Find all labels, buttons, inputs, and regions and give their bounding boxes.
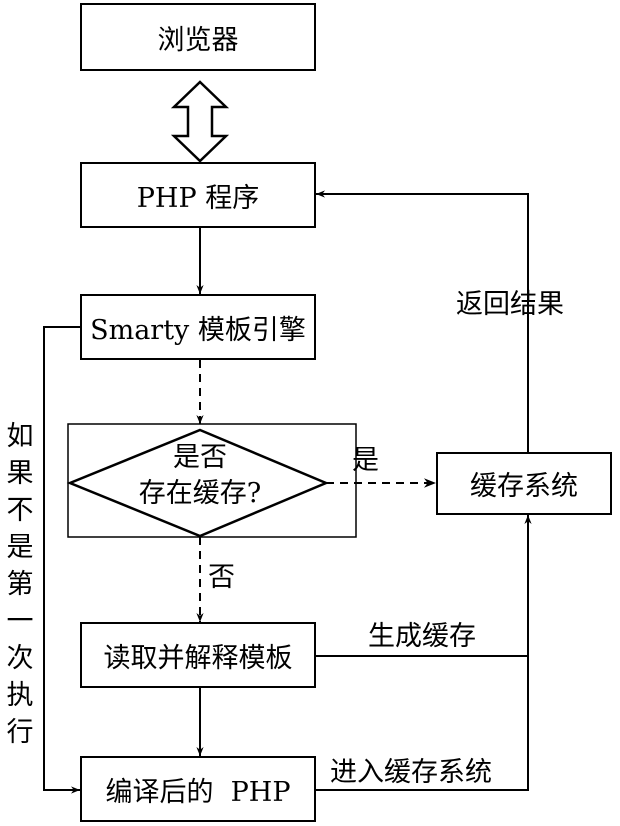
side-note-char: 果 — [6, 458, 34, 489]
smarty-engine-label: Smarty 模板引擎 — [90, 314, 306, 346]
decision-line-2: 存在缓存? — [138, 478, 262, 509]
compiled-php-label: 编译后的 PHP — [105, 776, 291, 808]
side-note-char: 一 — [6, 606, 34, 637]
decision-frame — [67, 423, 357, 538]
browser-node: 浏览器 — [80, 3, 316, 71]
no-label: 否 — [208, 562, 235, 593]
php-program-label: PHP 程序 — [136, 182, 260, 214]
side-note-char: 如 — [6, 421, 34, 452]
generate-cache-label: 生成缓存 — [368, 621, 476, 652]
decision-diamond — [66, 428, 330, 538]
arrow-bypass-to-compiled — [43, 326, 80, 794]
arrow-cache-to-php — [316, 190, 529, 452]
smarty-engine-node: Smarty 模板引擎 — [80, 294, 316, 360]
side-note-char: 不 — [6, 495, 34, 526]
read-parse-label: 读取并解释模板 — [103, 642, 293, 674]
read-parse-node: 读取并解释模板 — [80, 622, 316, 688]
browser-label: 浏览器 — [157, 24, 239, 56]
bidirectional-arrow — [170, 80, 230, 163]
enter-cache-label: 进入缓存系统 — [330, 757, 492, 788]
side-note-vertical: 如 果 不 是 第 一 次 执 行 — [4, 418, 36, 751]
arrow-compiled-to-cache — [316, 515, 532, 791]
decision-line-1: 是否 — [173, 442, 227, 473]
side-note-char: 执 — [6, 680, 34, 711]
cache-system-node: 缓存系统 — [436, 452, 612, 515]
side-note-char: 行 — [6, 717, 34, 748]
side-note-char: 第 — [6, 569, 34, 600]
decision-text: 是否 存在缓存? — [110, 440, 290, 512]
yes-label: 是 — [352, 445, 379, 476]
side-note-char: 是 — [6, 532, 34, 563]
compiled-php-node: 编译后的 PHP — [80, 756, 316, 822]
php-program-node: PHP 程序 — [80, 162, 316, 228]
cache-system-label: 缓存系统 — [470, 471, 578, 502]
return-result-label: 返回结果 — [456, 289, 564, 320]
side-note-char: 次 — [6, 643, 34, 674]
